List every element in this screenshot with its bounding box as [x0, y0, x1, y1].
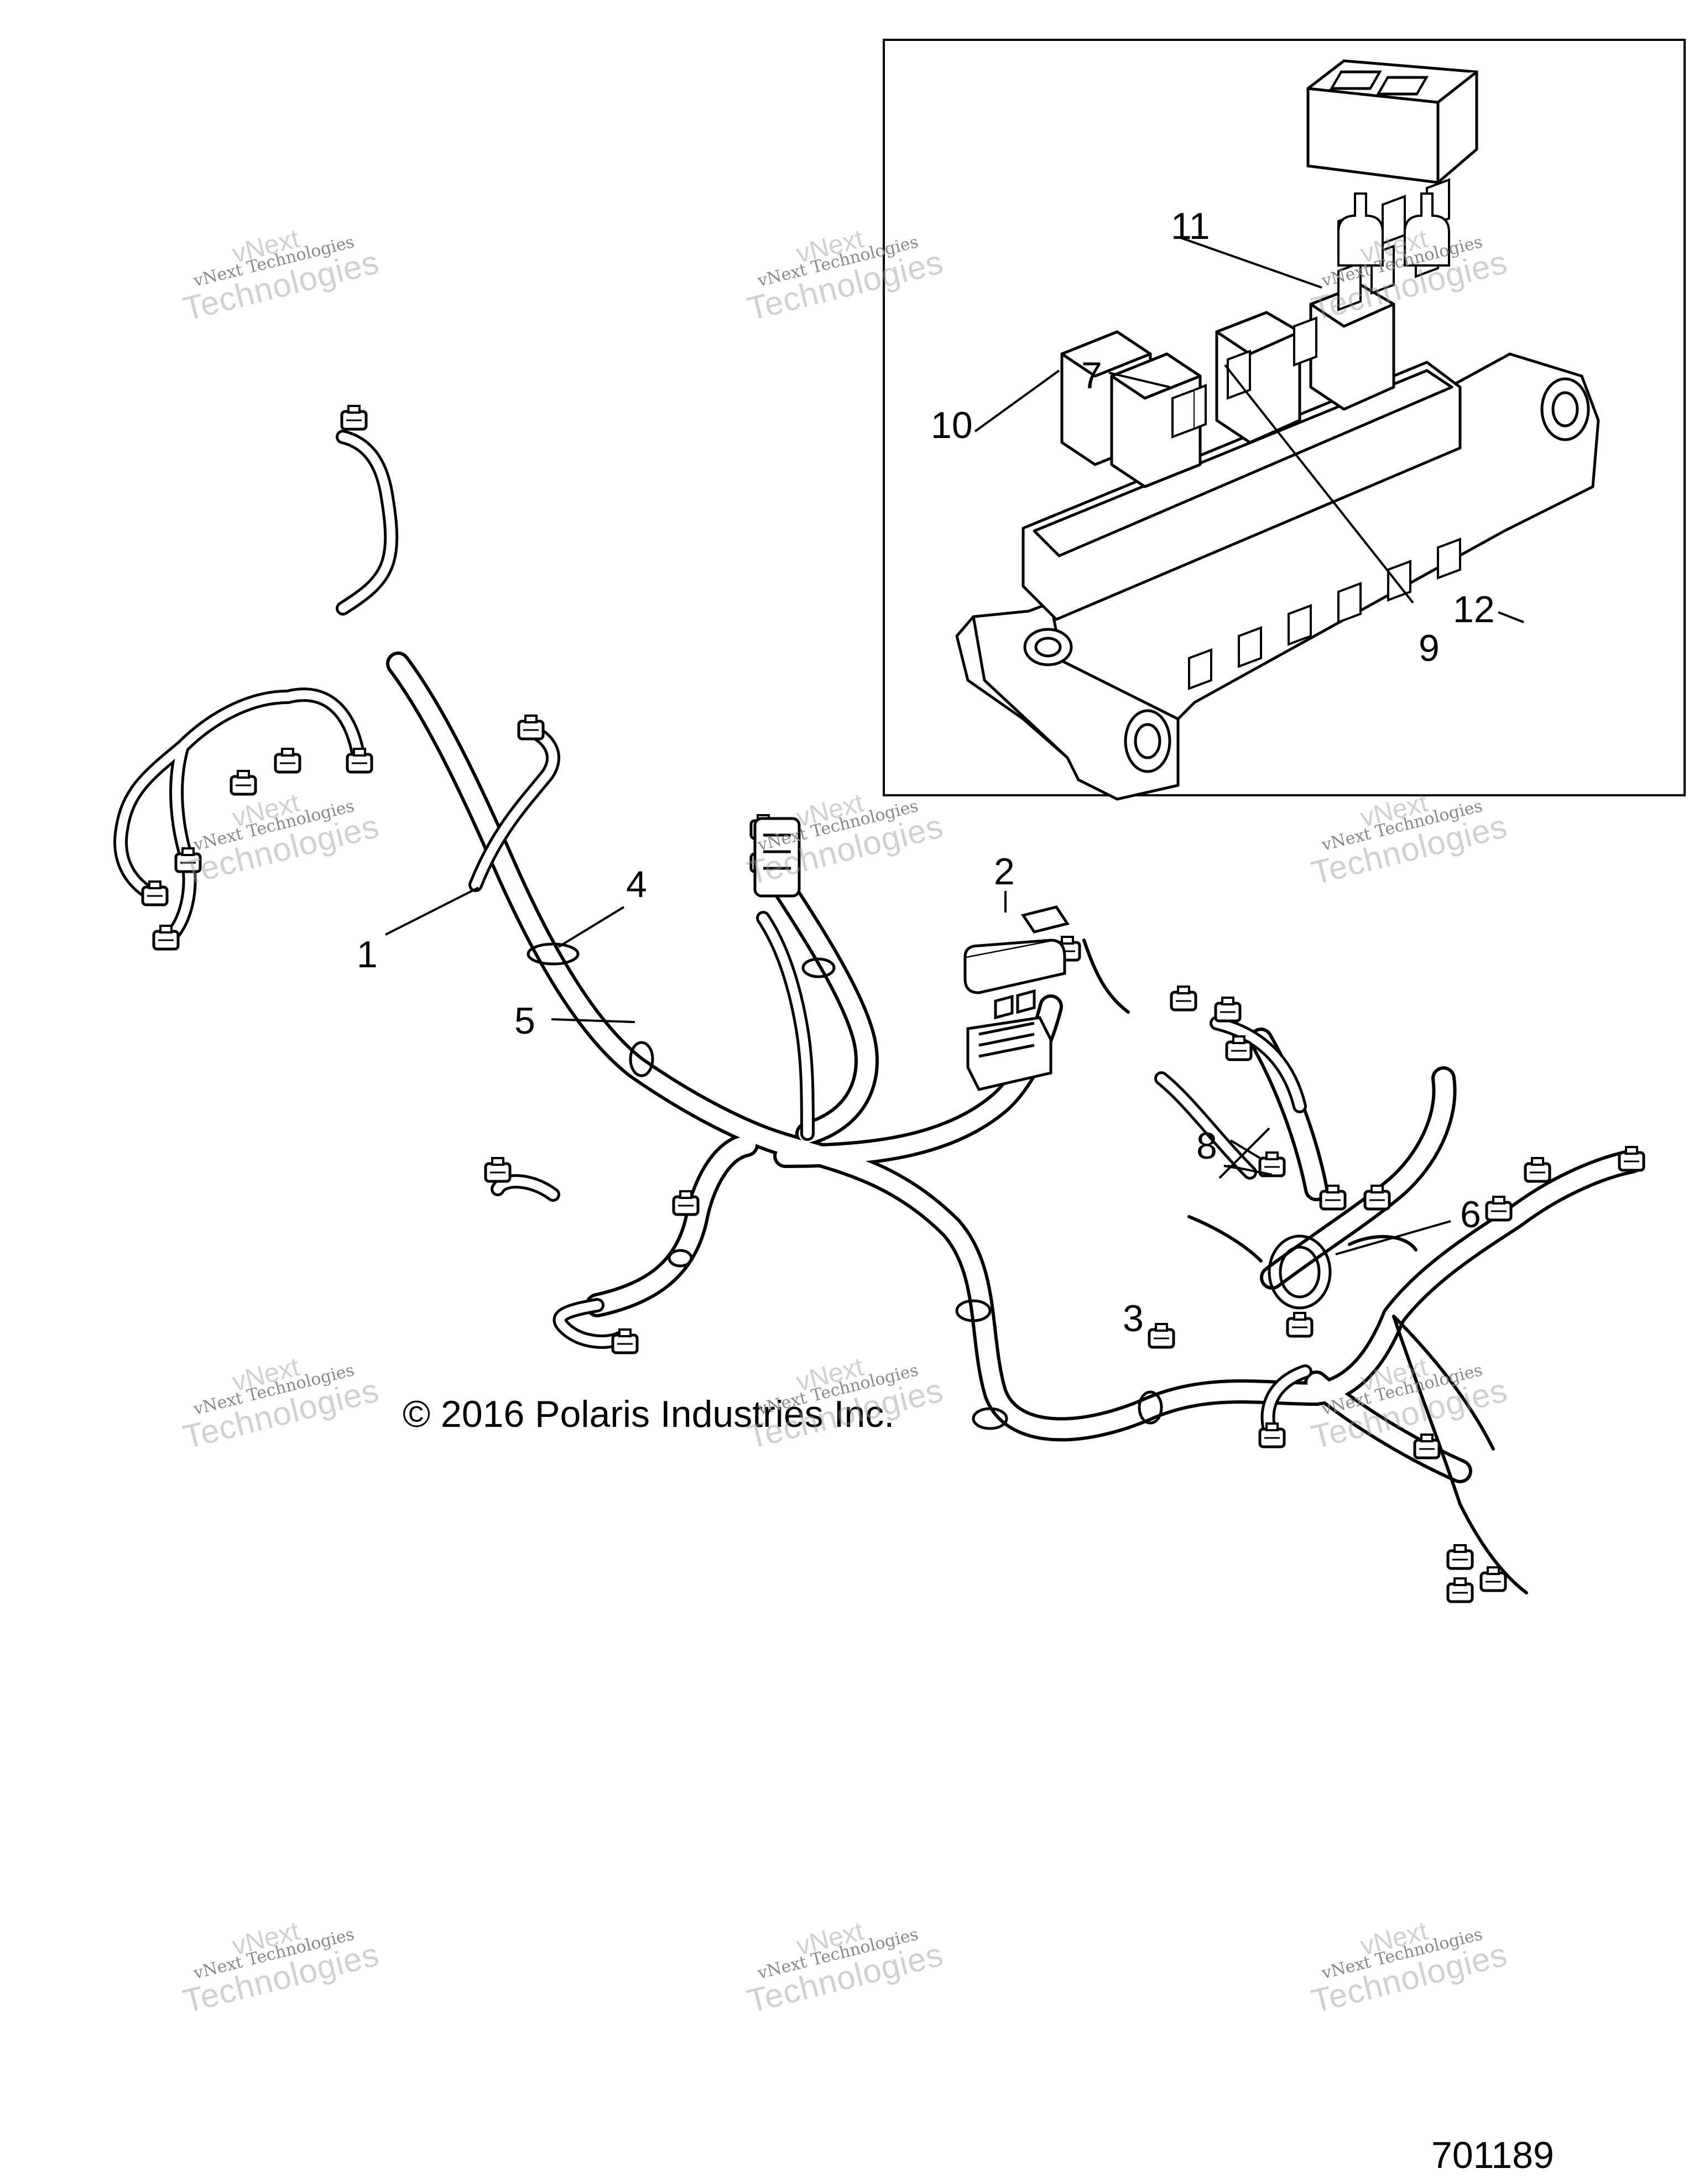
harness-clip: [527, 942, 1332, 1430]
callout-12: 12: [1453, 588, 1495, 630]
leader-lines: [385, 237, 1524, 1255]
callout-6: 6: [1460, 1193, 1481, 1236]
upper-connector-block: [753, 817, 801, 898]
inset-frame: [883, 39, 1686, 796]
fuse-holder: [963, 905, 1070, 1091]
figure-number: 701189: [1431, 2134, 1554, 2176]
callout-11: 11: [1171, 205, 1210, 247]
callout-4: 4: [626, 863, 647, 905]
leader-line-8: [1227, 1165, 1273, 1176]
callout-2: 2: [994, 851, 1015, 893]
spare-fuses: [1337, 192, 1450, 267]
copyright-notice: © 2016 Polaris Industries Inc.: [403, 1393, 895, 1435]
callout-1: 1: [357, 934, 378, 976]
callout-5: 5: [514, 1000, 535, 1042]
callout-10: 10: [931, 404, 973, 446]
callout-9: 9: [1419, 627, 1440, 669]
fuse-puller: [1306, 59, 1478, 184]
callout-8: 8: [1196, 1125, 1217, 1167]
callout-3: 3: [1123, 1297, 1144, 1339]
fuse-box-tabs: [1188, 538, 1461, 690]
fuse-box: [955, 352, 1600, 801]
callout-7: 7: [1081, 355, 1102, 397]
